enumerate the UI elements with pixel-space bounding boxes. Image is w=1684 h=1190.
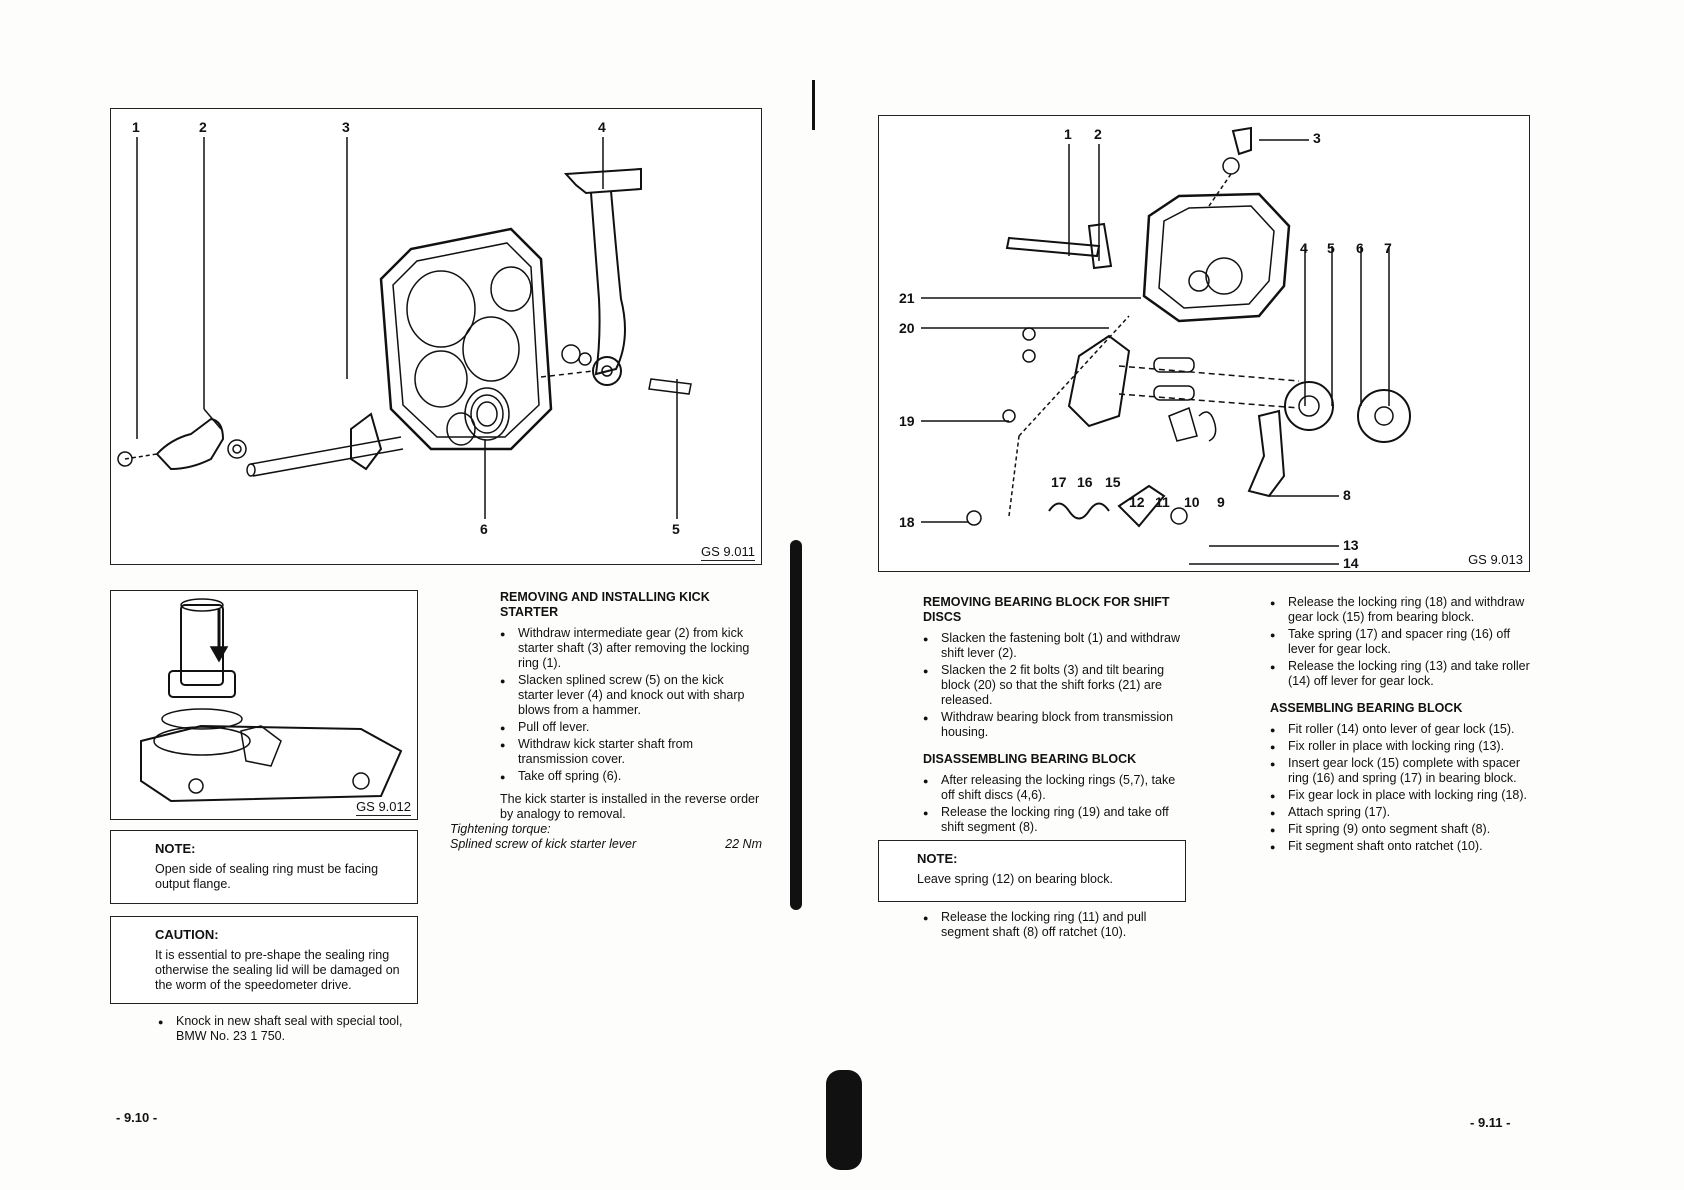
callout-20: 20	[899, 320, 915, 336]
callout-4: 4	[1300, 240, 1308, 256]
note-text: Open side of sealing ring must be facing…	[155, 862, 379, 891]
kick-starter-drawing	[117, 137, 692, 519]
list-item: Knock in new shaft seal with special too…	[158, 1014, 420, 1044]
list-item: Slacken the 2 fit bolts (3) and tilt bea…	[923, 663, 1185, 708]
caution-text: It is essential to pre-shape the sealing…	[155, 948, 400, 992]
list-item: Withdraw bearing block from transmission…	[923, 710, 1185, 740]
callout-5: 5	[1327, 240, 1335, 256]
section-title: REMOVING AND INSTALLING KICK STARTER	[500, 590, 710, 619]
list-item: Fix roller in place with locking ring (1…	[1270, 739, 1532, 755]
spine-shadow-bottom	[826, 1070, 862, 1170]
callout-7: 7	[1384, 240, 1392, 256]
spine-mark	[812, 80, 815, 130]
figure-shaft-seal: GS 9.012	[110, 590, 418, 820]
torque-item: Splined screw of kick starter lever	[450, 837, 637, 851]
list-item: Fix gear lock in place with locking ring…	[1270, 788, 1532, 804]
callout-19: 19	[899, 413, 915, 429]
caution-title: CAUTION:	[155, 927, 219, 942]
list-item: Fit roller (14) onto lever of gear lock …	[1270, 722, 1532, 738]
callout-3: 3	[342, 119, 350, 135]
bearing-block-drawing	[921, 126, 1411, 565]
callout-21: 21	[899, 290, 915, 306]
note-title: NOTE:	[917, 851, 958, 866]
figure-kick-starter: 1 2 3 4 5 6 GS 9.011	[110, 108, 762, 565]
torque-value: 22 Nm	[725, 837, 762, 851]
callout-18: 18	[899, 514, 915, 530]
list-item: After releasing the locking rings (5,7),…	[923, 773, 1185, 803]
callout-12: 12	[1129, 494, 1145, 510]
note-box-right: NOTE: Leave spring (12) on bearing block…	[878, 840, 1186, 902]
callout-11: 11	[1155, 494, 1170, 510]
note-text: Leave spring (12) on bearing block.	[917, 872, 1113, 886]
closing-text: The kick starter is installed in the rev…	[500, 792, 760, 821]
callout-2: 2	[1094, 126, 1102, 142]
callout-1: 1	[132, 119, 140, 135]
figure-code-small: GS 9.012	[356, 799, 411, 816]
list-item: Release the locking ring (13) and take r…	[1270, 659, 1532, 689]
list-item: Slacken the fastening bolt (1) and withd…	[923, 631, 1185, 661]
list-item: Withdraw intermediate gear (2) from kick…	[500, 626, 762, 671]
list-item: Release the locking ring (18) and withdr…	[1270, 595, 1532, 625]
section-title: REMOVING BEARING BLOCK FOR SHIFT DISCS	[923, 595, 1170, 624]
section-title: DISASSEMBLING BEARING BLOCK	[923, 752, 1137, 766]
release-item: Release the locking ring (11) and pull s…	[923, 910, 1185, 948]
callout-9: 9	[1217, 494, 1225, 510]
note-title: NOTE:	[155, 841, 196, 856]
page-number-left: - 9.10 -	[116, 1110, 158, 1125]
callout-3: 3	[1313, 130, 1321, 146]
list-item: Slacken splined screw (5) on the kick st…	[500, 673, 762, 718]
callout-17: 17	[1051, 474, 1067, 490]
assembling-section: Release the locking ring (18) and withdr…	[1270, 595, 1532, 862]
right-page: 1 2 3 4 5 6 7 8 9 10 11 12 13 14 15 16 1…	[860, 0, 1684, 1190]
list-item: Take off spring (6).	[500, 769, 762, 785]
kick-starter-section: REMOVING AND INSTALLING KICK STARTER Wit…	[500, 590, 762, 830]
removing-section: REMOVING BEARING BLOCK FOR SHIFT DISCS S…	[923, 595, 1185, 843]
callout-6: 6	[1356, 240, 1364, 256]
list-item: Fit segment shaft onto ratchet (10).	[1270, 839, 1532, 855]
caution-box: CAUTION: It is essential to pre-shape th…	[110, 916, 418, 1004]
figure-bearing-block: 1 2 3 4 5 6 7 8 9 10 11 12 13 14 15 16 1…	[878, 115, 1530, 572]
torque-label: Tightening torque:	[450, 822, 551, 836]
spine-shadow	[790, 540, 802, 910]
figure-code: GS 9.013	[1468, 552, 1523, 567]
list-item: Attach spring (17).	[1270, 805, 1532, 821]
list-item: Take spring (17) and spacer ring (16) of…	[1270, 627, 1532, 657]
shaft-seal-drawing	[140, 598, 403, 803]
callout-5: 5	[672, 521, 680, 537]
callout-8: 8	[1343, 487, 1351, 503]
list-item: Release the locking ring (19) and take o…	[923, 805, 1185, 835]
section-title: ASSEMBLING BEARING BLOCK	[1270, 701, 1463, 715]
note-box: NOTE: Open side of sealing ring must be …	[110, 830, 418, 904]
callout-16: 16	[1077, 474, 1093, 490]
callout-10: 10	[1184, 494, 1200, 510]
list-item: Insert gear lock (15) complete with spac…	[1270, 756, 1532, 786]
callout-6: 6	[480, 521, 488, 537]
figure-code: GS 9.011	[701, 544, 755, 561]
callout-13: 13	[1343, 537, 1359, 553]
list-item: Fit spring (9) onto segment shaft (8).	[1270, 822, 1532, 838]
list-item: Pull off lever.	[500, 720, 762, 736]
callout-1: 1	[1064, 126, 1072, 142]
list-item: Withdraw kick starter shaft from transmi…	[500, 737, 762, 767]
tightening-torque: Tightening torque: Splined screw of kick…	[450, 822, 762, 852]
callout-15: 15	[1105, 474, 1121, 490]
page-number-right: - 9.11 -	[1470, 1115, 1511, 1130]
left-page: 1 2 3 4 5 6 GS 9.011 GS 9.012	[0, 0, 810, 1190]
callout-4: 4	[598, 119, 606, 135]
callout-14: 14	[1343, 555, 1359, 571]
callout-2: 2	[199, 119, 207, 135]
knock-in-item: Knock in new shaft seal with special too…	[158, 1014, 420, 1052]
list-item: Release the locking ring (11) and pull s…	[923, 910, 1185, 940]
